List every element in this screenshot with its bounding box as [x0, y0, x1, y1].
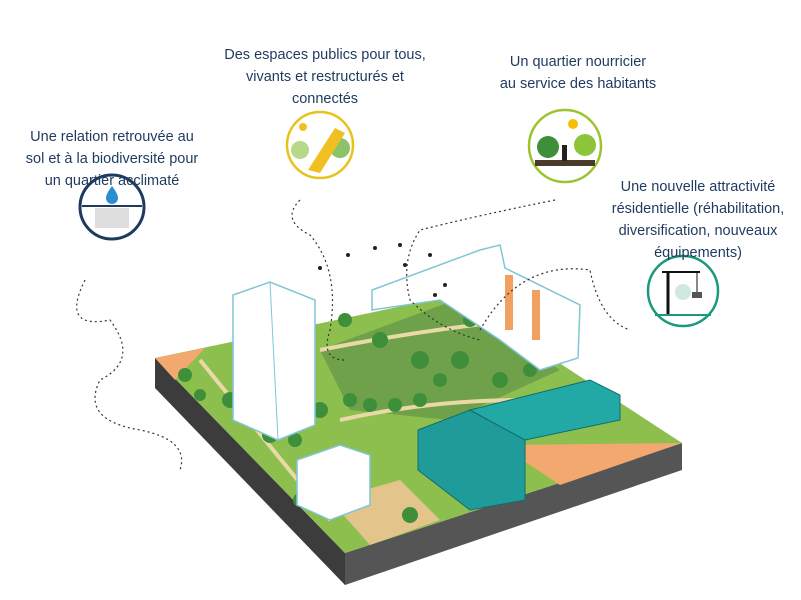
label-line: diversification, nouveaux — [618, 223, 778, 239]
construction-crane-icon — [646, 254, 720, 328]
label-line: Un quartier nourricier — [509, 54, 647, 70]
urban-farming-icon — [527, 108, 603, 184]
teal-building — [417, 379, 621, 511]
label-nourishing: Un quartier nourricier au service des ha… — [500, 51, 656, 95]
label-line: sol et à la biodiversité pour — [25, 151, 199, 167]
water-soil-icon — [78, 173, 146, 241]
label-line: un quartier acclimaté — [44, 173, 180, 189]
label-line: Une relation retrouvée au — [30, 129, 194, 145]
long-building-back — [371, 244, 581, 371]
dotted-arrows — [76, 199, 631, 471]
ground-block-side-left — [155, 358, 345, 585]
label-line: Une nouvelle attractivité — [620, 179, 776, 195]
label-line: au service des habitants — [499, 76, 657, 92]
label-line: connectés — [291, 91, 359, 107]
tower-left — [232, 281, 316, 441]
label-public-spaces: Des espaces publics pour tous, vivants e… — [224, 44, 426, 110]
label-attractiveness: Une nouvelle attractivité résidentielle … — [612, 176, 785, 264]
label-line: équipements) — [654, 245, 742, 261]
sand-corner-left — [155, 348, 205, 380]
small-building — [296, 444, 371, 521]
label-biodiversity: Une relation retrouvée au sol et à la bi… — [26, 126, 199, 192]
ground-block-side-right — [345, 443, 682, 585]
public-space-icon — [285, 110, 355, 180]
birds — [318, 243, 447, 297]
label-line: résidentielle (réhabilitation, — [611, 201, 785, 217]
label-line: Des espaces publics pour tous, — [224, 47, 426, 63]
sand-area — [500, 443, 682, 485]
label-line: vivants et restructurés et — [246, 69, 404, 85]
